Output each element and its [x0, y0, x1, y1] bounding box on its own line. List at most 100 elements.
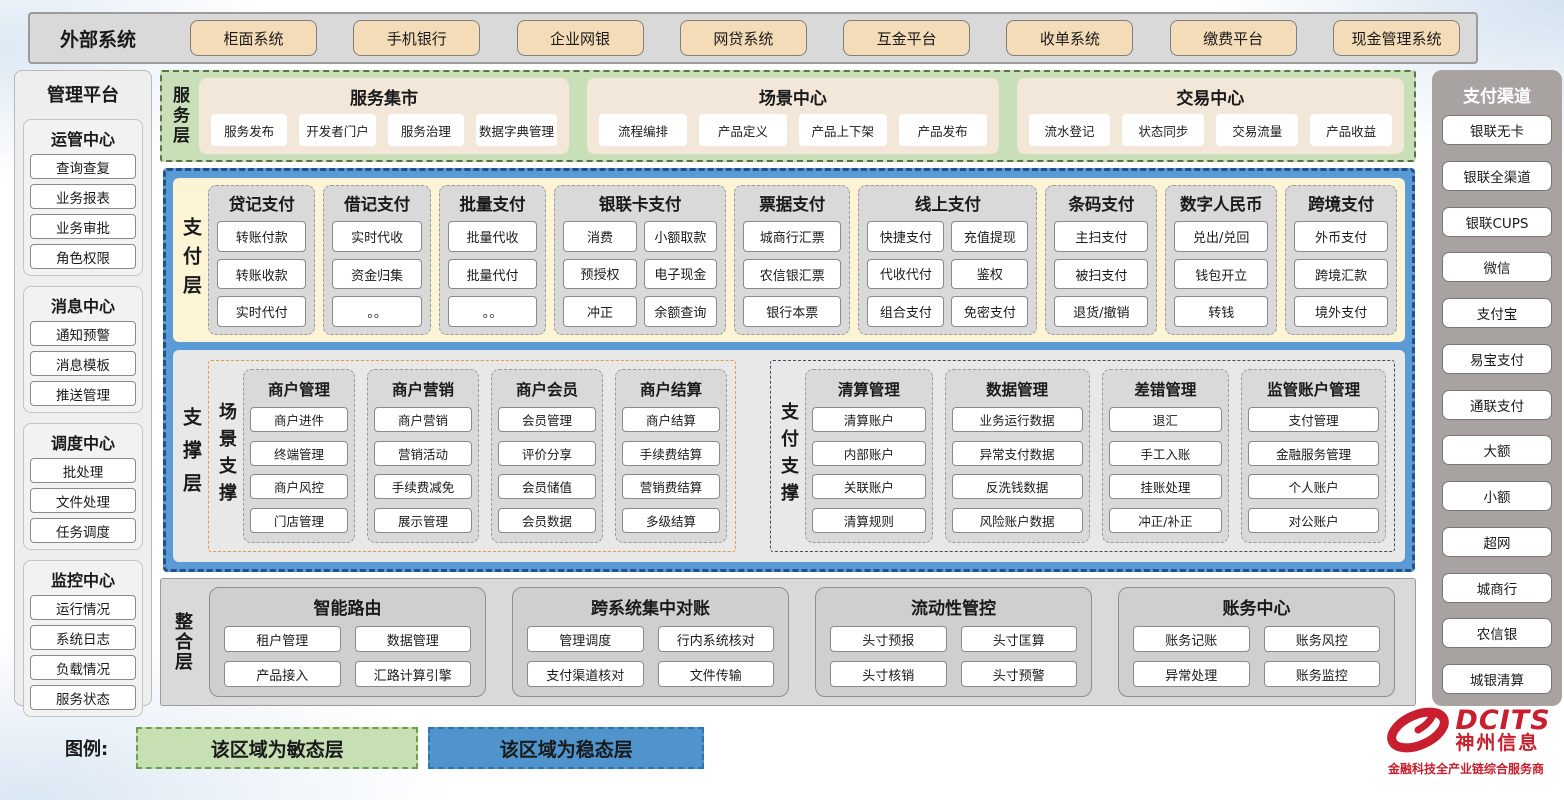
payment-channel-box: 城银清算 [1442, 664, 1552, 694]
group-items: 会员管理评价分享会员储值会员数据 [498, 404, 597, 536]
payment-channel-box: 银联无卡 [1442, 115, 1552, 145]
scene-support-container: 场景支撑 商户管理 商户进件终端管理商户风控门店管理 商户营销 商户营销营销活动… [208, 360, 737, 552]
integration-group-accounting: 账务中心 账务记账账务风控异常处理账务监控 [1118, 587, 1395, 697]
group-items: 外币支付跨境汇款境外支付 [1294, 221, 1389, 328]
group-title: 交易中心 [1176, 89, 1245, 109]
integration-capability-box: 汇路计算引擎 [354, 661, 471, 687]
legend-agile-layer: 该区域为敏态层 [136, 727, 419, 769]
support-capability-box: 清算规则 [812, 508, 926, 534]
integration-capability-box: 账务监控 [1263, 661, 1380, 687]
group-items: 流程编排产品定义产品上下架产品发布 [599, 114, 987, 146]
payment-capability-box: 小额取款 [643, 221, 718, 252]
group-items: 商户营销营销活动手续费减免展示管理 [374, 404, 473, 536]
payment-capability-box: 。。 [332, 296, 422, 328]
support-group-clearing: 清算管理 清算账户内部账户关联账户清算规则 [805, 369, 933, 543]
section-title: 调度中心 [50, 434, 115, 453]
payment-channel-box: 银联全渠道 [1442, 160, 1552, 191]
integration-capability-box: 支付渠道核对 [527, 661, 644, 687]
external-systems-list: 柜面系统手机银行企业网银网贷系统互金平台收单系统缴费平台现金管理系统 [180, 20, 1476, 56]
legend-stable-layer: 该区域为稳态层 [428, 727, 705, 769]
support-capability-box: 营销活动 [374, 440, 473, 466]
support-capability-box: 退汇 [1108, 406, 1223, 432]
dcits-logo-top: DCITS 神州信息 [1381, 702, 1550, 758]
payment-channel-box: 通联支付 [1442, 389, 1552, 420]
management-function-box: 消息模板 [30, 351, 136, 376]
group-title: 跨系统集中对账 [591, 599, 710, 619]
integration-capability-box: 账务风控 [1263, 626, 1380, 652]
payment-layer: 支付层 贷记支付 转账付款转账收款实时代付 借记支付 实时代收资金归集。。 批量… [173, 178, 1405, 342]
integration-capability-box: 头寸核销 [830, 661, 947, 687]
legend-label: 图例: [65, 739, 109, 760]
support-subcontainers: 场景支撑 商户管理 商户进件终端管理商户风控门店管理 商户营销 商户营销营销活动… [206, 358, 1397, 554]
group-items: 业务运行数据异常支付数据反洗钱数据风险账户数据 [951, 404, 1083, 536]
management-function-box: 负载情况 [30, 655, 136, 680]
payment-capability-box: 实时代收 [332, 221, 422, 252]
scene-support-label: 场景支撑 [216, 402, 237, 510]
management-section-operations: 运管中心 查询查复业务报表业务审批角色权限 [23, 119, 143, 276]
section-items: 通知预警消息模板推送管理 [30, 321, 136, 406]
payment-capability-box: 被扫支付 [1054, 258, 1149, 290]
support-group-merchant-marketing: 商户营销 商户营销营销活动手续费减免展示管理 [367, 369, 480, 543]
group-items: 租户管理数据管理产品接入汇路计算引擎 [224, 626, 471, 687]
support-capability-box: 营销费结算 [622, 474, 721, 500]
payment-capability-box: 消费 [563, 221, 637, 252]
support-capability-box: 展示管理 [374, 508, 473, 534]
service-capability-box: 开发者门户 [299, 114, 376, 146]
management-function-box: 查询查复 [30, 154, 136, 179]
group-title: 差错管理 [1134, 381, 1197, 399]
management-function-box: 通知预警 [30, 321, 136, 346]
payment-channel-box: 农信银 [1442, 618, 1552, 649]
group-items: 城商行汇票农信银汇票银行本票 [743, 221, 842, 328]
payment-group-bill: 票据支付 城商行汇票农信银汇票银行本票 [734, 185, 851, 335]
payment-capability-box: 组合支付 [867, 296, 945, 327]
group-items: 快捷支付充值提现代收代付鉴权组合支付免密支付 [867, 221, 1029, 327]
group-items: 实时代收资金归集。。 [332, 221, 422, 328]
management-section-message: 消息中心 通知预警消息模板推送管理 [23, 286, 143, 413]
payment-group-cross-border: 跨境支付 外币支付跨境汇款境外支付 [1285, 185, 1398, 335]
dcits-company-name: 神州信息 [1455, 732, 1540, 755]
payment-layer-label: 支付层 [180, 216, 202, 304]
group-items: 消费小额取款预授权电子现金冲正余额查询 [563, 221, 718, 327]
payment-capability-box: 快捷支付 [867, 221, 945, 252]
support-capability-box: 清算账户 [812, 406, 926, 432]
section-items: 运行情况系统日志负载情况服务状态 [30, 595, 136, 710]
integration-capability-box: 文件传输 [657, 661, 774, 687]
group-title: 商户管理 [268, 381, 331, 399]
management-section-scheduling: 调度中心 批处理文件处理任务调度 [23, 423, 143, 550]
service-group-scene: 场景中心 流程编排产品定义产品上下架产品发布 [587, 78, 999, 154]
payment-group-batch: 批量支付 批量代收批量代付。。 [438, 185, 547, 335]
support-group-data: 数据管理 业务运行数据异常支付数据反洗钱数据风险账户数据 [944, 369, 1090, 543]
group-title: 场景中心 [758, 89, 827, 109]
support-capability-box: 支付管理 [1248, 406, 1379, 432]
external-system-box: 收单系统 [1006, 20, 1134, 56]
integration-layer: 整合层 智能路由 租户管理数据管理产品接入汇路计算引擎 跨系统集中对账 管理调度… [160, 578, 1416, 706]
payment-group-unionpay-card: 银联卡支付 消费小额取款预授权电子现金冲正余额查询 [554, 185, 727, 335]
service-layer-label: 服务层 [169, 86, 189, 146]
payment-capability-box: 代收代付 [867, 258, 945, 290]
payment-capability-box: 批量代付 [447, 258, 538, 290]
service-capability-box: 状态同步 [1122, 114, 1205, 146]
group-title: 商户营销 [392, 381, 455, 399]
integration-capability-box: 异常处理 [1133, 661, 1250, 687]
integration-group-liquidity: 流动性管控 头寸预报头寸匡算头寸核销头寸预警 [815, 587, 1092, 697]
payment-support-label: 支付支撑 [778, 402, 800, 510]
support-group-merchant-member: 商户会员 会员管理评价分享会员储值会员数据 [491, 369, 604, 543]
group-items: 批量代收批量代付。。 [447, 221, 538, 328]
support-capability-box: 商户结算 [622, 406, 721, 432]
group-title: 批量支付 [459, 195, 526, 214]
integration-capability-box: 头寸预报 [830, 626, 947, 652]
management-function-box: 角色权限 [30, 244, 136, 269]
service-capability-box: 流水登记 [1028, 114, 1111, 146]
group-title: 监管账户管理 [1267, 381, 1361, 399]
support-capability-box: 会员储值 [498, 474, 597, 500]
payment-support-container: 支付支撑 清算管理 清算账户内部账户关联账户清算规则 数据管理 业务运行数据异常… [770, 360, 1395, 552]
external-system-box: 手机银行 [353, 20, 481, 56]
external-system-box: 缴费平台 [1169, 20, 1297, 56]
integration-group-smart-routing: 智能路由 租户管理数据管理产品接入汇路计算引擎 [209, 587, 486, 697]
legend: 图例: 该区域为敏态层 该区域为稳态层 [65, 727, 705, 769]
support-layer-label: 支撑层 [180, 406, 202, 506]
group-title: 跨境支付 [1308, 195, 1375, 214]
management-function-box: 文件处理 [30, 488, 136, 513]
payment-capability-box: 冲正 [563, 296, 637, 327]
